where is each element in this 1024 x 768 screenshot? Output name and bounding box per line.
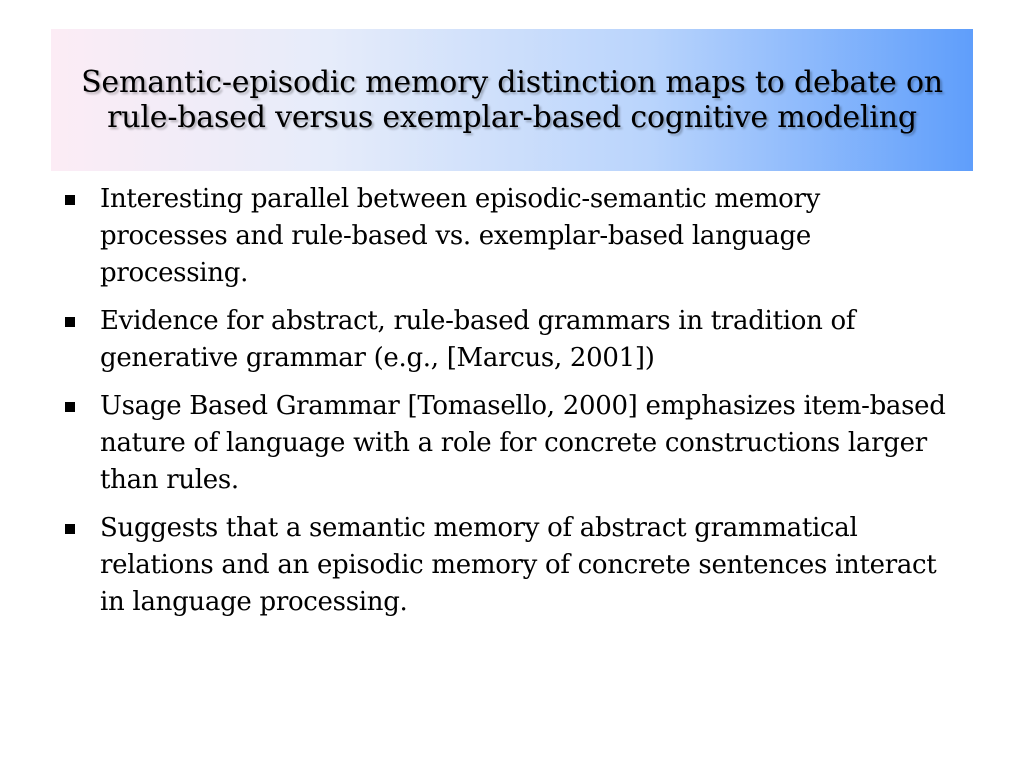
square-bullet-icon: [65, 317, 75, 327]
bullet-text: Usage Based Grammar [Tomasello, 2000] em…: [100, 391, 946, 495]
bullet-item: Usage Based Grammar [Tomasello, 2000] em…: [62, 388, 954, 499]
bullet-list: Interesting parallel between episodic-se…: [62, 181, 954, 632]
bullet-text: Suggests that a semantic memory of abstr…: [100, 513, 937, 617]
bullet-text: Interesting parallel between episodic-se…: [100, 184, 821, 288]
square-bullet-icon: [65, 524, 75, 534]
bullet-text: Evidence for abstract, rule-based gramma…: [100, 306, 856, 373]
slide-title: Semantic-episodic memory distinction map…: [81, 65, 943, 135]
square-bullet-icon: [65, 195, 75, 205]
square-bullet-icon: [65, 402, 75, 412]
bullet-item: Suggests that a semantic memory of abstr…: [62, 510, 954, 621]
bullet-item: Evidence for abstract, rule-based gramma…: [62, 303, 954, 377]
title-banner: Semantic-episodic memory distinction map…: [51, 29, 973, 171]
bullet-item: Interesting parallel between episodic-se…: [62, 181, 954, 292]
